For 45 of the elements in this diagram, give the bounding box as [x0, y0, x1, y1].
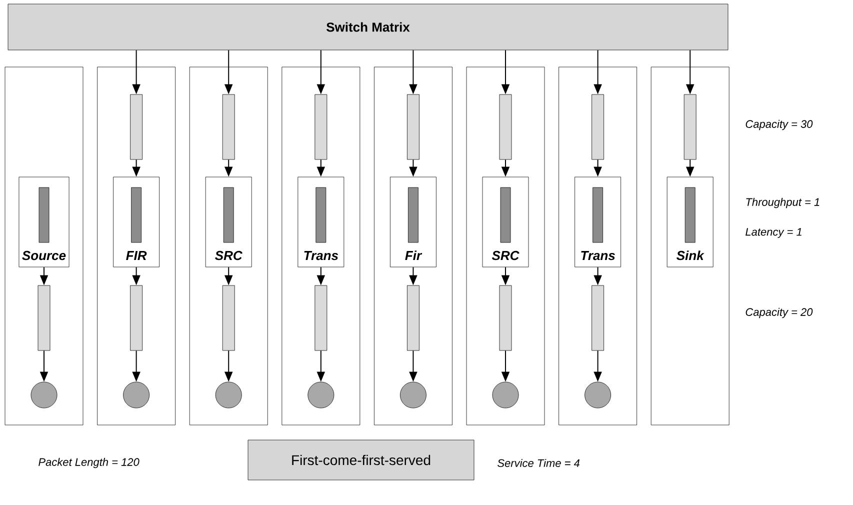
- parameter-label: Service Time = 4: [498, 458, 580, 468]
- column-frame: [97, 66, 176, 426]
- output-circle: [308, 382, 334, 408]
- output-circle: [584, 382, 611, 408]
- buffer-bar: [314, 94, 328, 160]
- buffer-bar: [684, 94, 696, 160]
- buffer-bar: [130, 94, 142, 160]
- buffer-bar: [499, 94, 512, 160]
- column-frame: [4, 66, 84, 426]
- processor-bar: [684, 187, 696, 243]
- output-circle: [215, 382, 242, 408]
- processor-bar: [500, 187, 511, 243]
- processor-bar: [131, 187, 142, 243]
- buffer-bar: [499, 285, 512, 351]
- buffer-bar: [592, 94, 604, 160]
- column-frame: [189, 66, 268, 426]
- processor-bar: [316, 187, 326, 243]
- processor-bar: [38, 187, 50, 243]
- switch-matrix-bar: Switch Matrix: [8, 4, 728, 50]
- buffer-bar: [130, 285, 142, 351]
- parameter-label: Latency = 1: [746, 228, 802, 238]
- scheduler-box: First-come-first-served: [248, 440, 474, 480]
- column-frame: [374, 66, 452, 426]
- processor-bar: [592, 187, 603, 243]
- buffer-bar: [222, 285, 235, 351]
- output-circle: [400, 382, 426, 408]
- column-frame: [650, 66, 730, 426]
- buffer-bar: [38, 285, 50, 351]
- buffer-bar: [407, 285, 420, 351]
- parameter-label: Packet Length = 120: [38, 458, 140, 468]
- column-frame: [466, 66, 545, 426]
- column-frame: [282, 66, 360, 426]
- buffer-bar: [407, 94, 420, 160]
- parameter-label: Capacity = 20: [746, 308, 813, 318]
- buffer-bar: [314, 285, 328, 351]
- buffer-bar: [222, 94, 235, 160]
- output-circle: [492, 382, 519, 408]
- parameter-label: Capacity = 30: [746, 120, 813, 130]
- column-frame: [558, 66, 637, 426]
- processor-bar: [223, 187, 234, 243]
- processor-bar: [408, 187, 418, 243]
- buffer-bar: [592, 285, 604, 351]
- output-circle: [30, 382, 58, 408]
- output-circle: [123, 382, 150, 408]
- parameter-label: Throughput = 1: [746, 198, 820, 208]
